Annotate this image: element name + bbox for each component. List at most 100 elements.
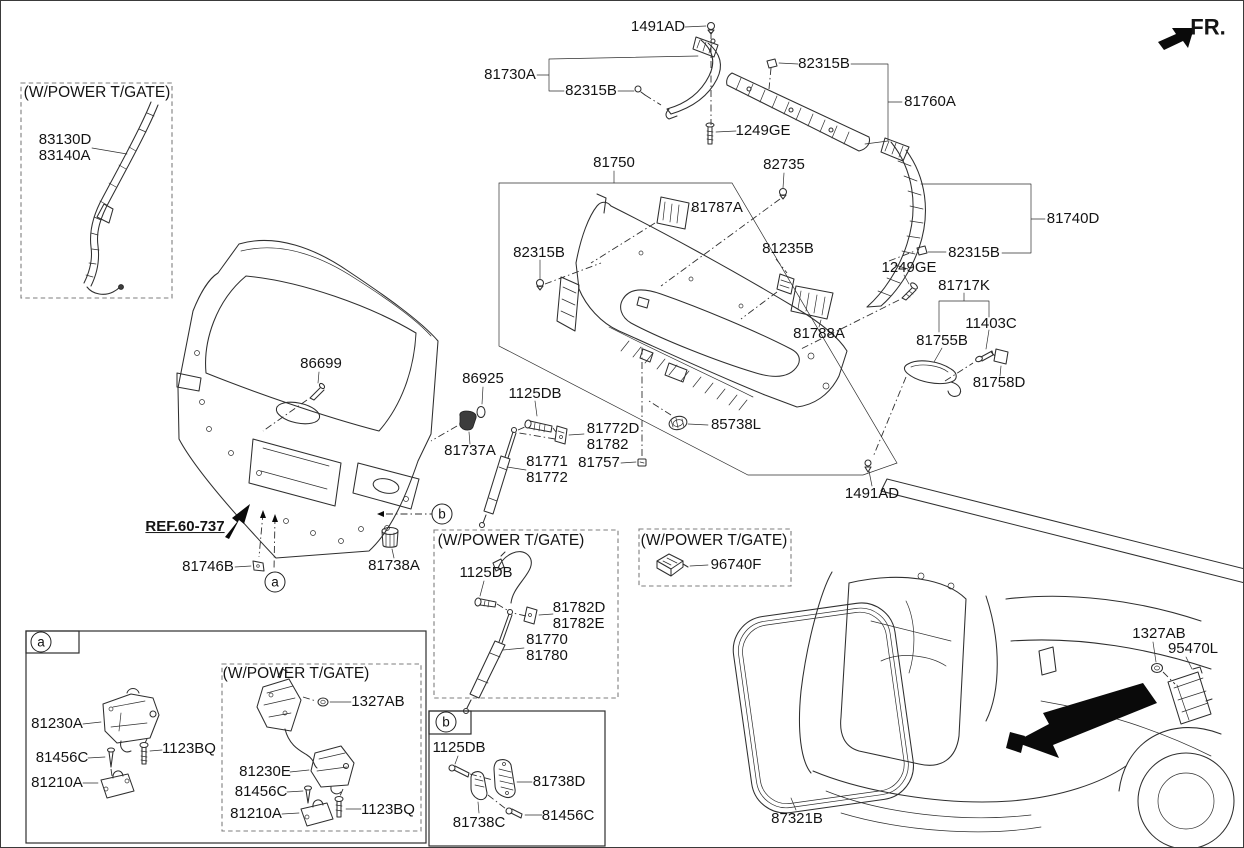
part-label-81456C-1[interactable]: 81456C: [36, 750, 89, 766]
part-label-95470L[interactable]: 95470L: [1168, 641, 1218, 657]
part-label-82315B-4[interactable]: 82315B: [948, 245, 1000, 261]
part-label-81230E[interactable]: 81230E: [239, 764, 291, 780]
latch-81230E: [310, 745, 355, 795]
callout-circle-b-3[interactable]: b: [435, 711, 457, 733]
power-strut-81770-81780: [462, 608, 514, 715]
part-label-81758D[interactable]: 81758D: [973, 375, 1026, 391]
part-label-87321B[interactable]: 87321B: [771, 811, 823, 827]
part-number-text: 81760A: [904, 93, 956, 111]
part-number-text: 81230A: [31, 715, 83, 733]
part-label-81740D[interactable]: 81740D: [1047, 211, 1100, 227]
trim-panel-81750-group: [498, 170, 898, 487]
part-number-text: 87321B: [771, 810, 823, 828]
part-label-85738L[interactable]: 85738L: [711, 417, 761, 433]
part-label-81738A[interactable]: 81738A: [368, 558, 420, 574]
part-number-text: 81456C: [35, 749, 89, 767]
part-label-1123BQ-1[interactable]: 1123BQ: [162, 741, 216, 757]
part-number-text: (W/POWER T/GATE): [222, 664, 370, 682]
part-number-text: 81210A: [31, 774, 83, 792]
part-label-ref-60-737[interactable]: REF.60-737: [145, 519, 224, 535]
gas-strut-81771-81772: [478, 426, 518, 529]
clip-82315B-1: [634, 85, 646, 96]
part-label-81757[interactable]: 81757: [578, 455, 620, 471]
part-label-86925[interactable]: 86925: [462, 371, 504, 387]
part-number-text: 81782: [586, 436, 629, 453]
part-label-1491AD-2[interactable]: 1491AD: [845, 486, 899, 502]
part-label-81760A[interactable]: 81760A: [904, 94, 956, 110]
part-number-text: 81772: [526, 469, 568, 486]
clip-82315B-2: [766, 58, 778, 69]
power-strut-group: [462, 551, 554, 715]
part-label-1327AB-1[interactable]: 1327AB: [351, 694, 404, 710]
part-number-text: 86699: [300, 355, 342, 373]
part-number-text: 81782E: [552, 615, 605, 632]
part-number-text: (W/POWER T/GATE): [23, 83, 171, 101]
part-number-text: (W/POWER T/GATE): [437, 531, 585, 549]
sail-trim-81788A: [790, 285, 834, 320]
gas-lifter-group: [430, 400, 585, 529]
part-label-81738D[interactable]: 81738D: [533, 774, 586, 790]
part-number-text: 81730A: [484, 66, 536, 84]
part-label-81230A[interactable]: 81230A: [31, 716, 83, 732]
part-label-81755B[interactable]: 81755B: [916, 333, 968, 349]
bolt-1125DB-1: [524, 419, 553, 433]
part-label-81210A-1[interactable]: 81210A: [31, 775, 83, 791]
part-label-1125DB-2[interactable]: 1125DB: [459, 565, 512, 581]
callout-circle-b-1[interactable]: b: [431, 503, 453, 525]
part-number-text: 81456C: [234, 783, 288, 801]
part-label-82735[interactable]: 82735: [763, 157, 805, 173]
part-label-1123BQ-2[interactable]: 1123BQ: [361, 802, 415, 818]
part-label-96740F[interactable]: 96740F: [711, 557, 762, 573]
part-label-86699[interactable]: 86699: [300, 356, 342, 372]
part-label-81787A[interactable]: 81787A: [691, 200, 743, 216]
part-label-11403C[interactable]: 11403C: [965, 316, 1016, 332]
part-label-82315B-1[interactable]: 82315B: [565, 83, 617, 99]
callout-circle-a-2[interactable]: a: [30, 631, 52, 653]
part-number-text: 1249GE: [881, 259, 937, 277]
part-label-81235B[interactable]: 81235B: [762, 241, 814, 257]
part-label-81737A[interactable]: 81737A: [444, 443, 496, 459]
part-number-text: 1123BQ: [162, 740, 216, 758]
part-label-82315B-3[interactable]: 82315B: [513, 245, 565, 261]
screw-1249GE-1: [705, 122, 715, 145]
part-label-81788A[interactable]: 81788A: [793, 326, 845, 342]
module-95470L: [1167, 666, 1213, 725]
part-label-1327AB-2[interactable]: 1327AB: [1132, 626, 1185, 642]
part-label-81717K[interactable]: 81717K: [938, 278, 990, 294]
part-label-1125DB-3[interactable]: 1125DB: [432, 740, 485, 756]
part-label-1491AD-top[interactable]: 1491AD: [631, 19, 685, 35]
part-label-81750[interactable]: 81750: [593, 155, 635, 171]
part-label-81456C-2[interactable]: 81456C: [235, 784, 288, 800]
pillar-trim-81730A: [536, 21, 737, 145]
part-label-81456C-3[interactable]: 81456C: [542, 808, 595, 824]
part-number-text: 82315B: [948, 244, 1000, 262]
part-label-1249GE-1[interactable]: 1249GE: [735, 123, 790, 139]
part-number-text: 83140A: [38, 147, 91, 164]
part-label-81730A[interactable]: 81730A: [484, 67, 536, 83]
part-label-1125DB-1[interactable]: 1125DB: [508, 386, 561, 402]
box-power-tgate-switch: [638, 528, 792, 587]
weatherstrip-87321B: [732, 602, 914, 814]
part-label-81738C[interactable]: 81738C: [453, 815, 506, 831]
striker-81210A-1: [100, 770, 135, 799]
cover-81758D: [993, 348, 1009, 365]
box-power-tgate-harness: [20, 82, 173, 299]
part-label-81746B[interactable]: 81746B: [182, 559, 234, 575]
part-number-text: 81770: [526, 631, 568, 649]
part-number-text: (W/POWER T/GATE): [640, 531, 788, 549]
tailgate-outer-panel: [176, 240, 439, 559]
part-label-1249GE-2[interactable]: 1249GE: [881, 260, 936, 276]
lower-fasteners: [234, 510, 432, 572]
part-label-82315B-2[interactable]: 82315B: [798, 56, 850, 72]
part-number-text: 1491AD: [844, 485, 900, 503]
part-number-text: 81755B: [916, 332, 968, 350]
part-label-81210A-2[interactable]: 81210A: [230, 806, 282, 822]
callout-circle-a-0[interactable]: a: [264, 571, 286, 593]
